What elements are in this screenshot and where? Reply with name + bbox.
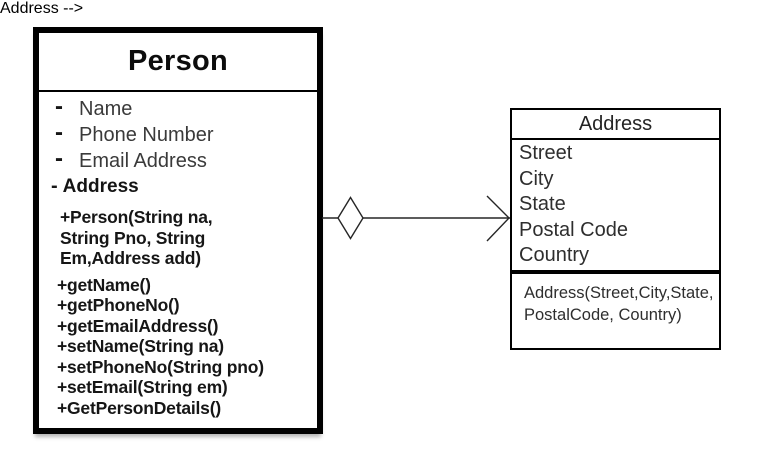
method-label: +getName() xyxy=(57,274,151,295)
person-attributes-compartment: - Name - Phone Number - Email Address - … xyxy=(39,93,317,200)
attribute-label: Email Address xyxy=(79,150,207,172)
person-attribute-row: - Email Address xyxy=(39,145,317,174)
attribute-label: Postal Code xyxy=(519,218,628,241)
address-class-title: Address xyxy=(512,110,719,140)
attribute-label: State xyxy=(519,193,566,215)
aggregation-diamond-icon xyxy=(337,196,364,240)
method-line: PostalCode, Country) xyxy=(524,305,682,324)
constructor-line: String Pno, String xyxy=(60,227,206,248)
person-class-box: Person - Name - Phone Number - Email Add… xyxy=(33,27,323,434)
visibility-private-icon: - xyxy=(51,175,58,197)
person-constructor: +Person(String na, String Pno, String Em… xyxy=(39,207,317,269)
person-class-title: Person xyxy=(39,33,317,92)
method-line: Address(Street,City,State, xyxy=(524,283,714,302)
visibility-private-icon: - xyxy=(55,119,63,146)
method-label: +GetPersonDetails() xyxy=(57,397,221,418)
open-arrowhead-icon xyxy=(486,195,510,242)
attribute-label: City xyxy=(519,167,554,190)
method-label: +getEmailAddress() xyxy=(57,315,219,336)
method-label: +setEmail(String em) xyxy=(57,377,228,397)
visibility-private-icon: - xyxy=(55,93,63,120)
constructor-line: Em,Address add) xyxy=(60,248,201,268)
address-class-box: Address Street City State Postal Code Co… xyxy=(510,108,721,350)
method-label: +setName(String na) xyxy=(57,336,224,356)
person-attribute-row: - Phone Number xyxy=(39,119,317,148)
attribute-label: Address xyxy=(62,176,139,197)
address-methods-compartment: Address(Street,City,State, PostalCode, C… xyxy=(512,274,719,326)
method-label: +getPhoneNo() xyxy=(57,295,180,315)
attribute-label: Street xyxy=(519,142,573,164)
visibility-private-icon: - xyxy=(55,145,63,172)
person-methods-compartment: +getName() +getPhoneNo() +getEmailAddres… xyxy=(39,275,317,419)
compartment-divider xyxy=(512,269,719,274)
attribute-label: Country xyxy=(519,244,590,266)
person-attribute-row: - Name xyxy=(39,93,317,122)
method-label: +setPhoneNo(String pno) xyxy=(57,356,264,377)
attribute-label: Phone Number xyxy=(79,124,214,146)
constructor-line: +Person(String na, xyxy=(60,207,213,227)
attribute-label: Name xyxy=(79,98,133,120)
address-attributes-compartment: Street City State Postal Code Country xyxy=(512,140,719,269)
person-attribute-row: - Address xyxy=(39,174,317,200)
